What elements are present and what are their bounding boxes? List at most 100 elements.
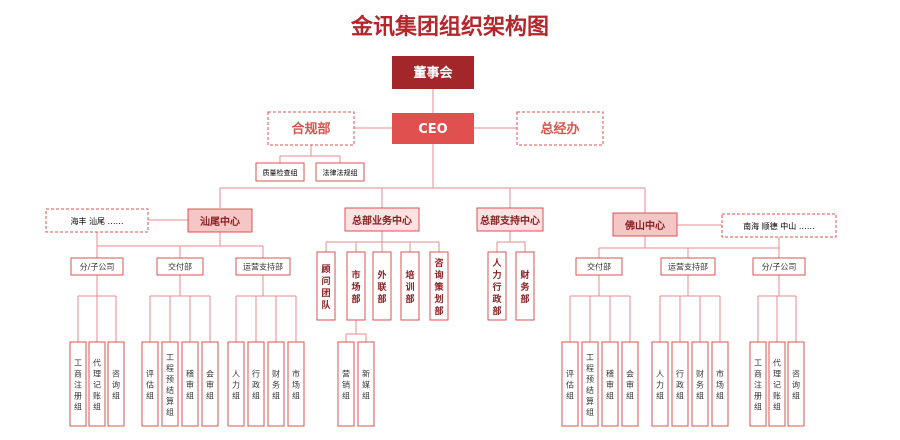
hqb-child-4-label: 咨询策划部 <box>433 257 444 317</box>
foshan-center-box[interactable] <box>612 212 678 237</box>
shanwei-center-box[interactable] <box>187 208 253 233</box>
hqb-child-3-box[interactable] <box>400 251 420 321</box>
shanwei-delivery-child-1-box[interactable] <box>161 341 179 427</box>
hqs-child-0-label: 人力行政部 <box>491 257 502 317</box>
foshan-subsidiary-label: 分/子公司 <box>762 263 797 272</box>
shanwei-delivery-child-0-box[interactable] <box>141 341 159 427</box>
shanwei-delivery-child-3-label: 会审组 <box>206 369 214 401</box>
foshan-subsidiary-child-1-label: 代理记账组 <box>773 358 781 412</box>
shanwei-delivery-child-1-label: 工程预结算组 <box>166 353 174 417</box>
foshan-delivery-box[interactable] <box>575 257 623 276</box>
foshan-delivery-child-3-label: 会审组 <box>626 369 634 401</box>
foshan-ops-child-2-box[interactable] <box>691 341 709 427</box>
foshan-subsidiary-child-2-box[interactable] <box>787 341 805 427</box>
hqb-child-2-label: 外联部 <box>376 269 387 305</box>
hqb-child-0-label: 顾问团队 <box>321 264 331 311</box>
gm-office-label: 总经办 <box>540 121 579 137</box>
foshan-delivery-label: 交付部 <box>587 262 611 272</box>
foshan-ops-box[interactable] <box>660 257 716 276</box>
hq-business-box[interactable] <box>344 207 420 232</box>
hq-business-label: 总部业务中心 <box>352 214 412 227</box>
right-region-label: 南海 顺德 中山 …… <box>743 221 815 231</box>
left-region-label: 海丰 汕尾 …… <box>70 216 123 226</box>
shanwei-ops-child-1-box[interactable] <box>247 341 265 427</box>
shanwei-ops-child-0-box[interactable] <box>227 341 245 427</box>
compliance-children-line <box>311 155 341 163</box>
board-box[interactable] <box>392 56 474 89</box>
legal-box[interactable] <box>315 162 365 182</box>
foshan-delivery-child-3-box[interactable] <box>621 341 639 427</box>
hqs-child-1-label: 财务部 <box>519 269 530 305</box>
foshan-subsidiary-child-2-label: 咨询组 <box>792 369 800 401</box>
foshan-ops-child-3-box[interactable] <box>711 341 729 427</box>
ceo-box[interactable] <box>392 113 474 144</box>
market-child-1-box[interactable] <box>357 341 375 427</box>
shanwei-ops-child-2-label: 财务组 <box>272 369 280 401</box>
foshan-delivery-child-1-label: 工程预结算组 <box>586 353 594 417</box>
hqb-child-1-box[interactable] <box>346 251 366 321</box>
compliance-children-line <box>279 145 312 163</box>
compliance-label: 合规部 <box>291 121 330 137</box>
connector-lines <box>77 89 797 342</box>
foshan-ops-child-0-label: 人力组 <box>656 370 664 401</box>
hqs-child-1-box[interactable] <box>515 251 535 321</box>
shanwei-ops-child-3-box[interactable] <box>287 341 305 427</box>
shanwei-subsidiary-label: 分/子公司 <box>80 263 115 272</box>
shanwei-delivery-child-2-box[interactable] <box>181 341 199 427</box>
shanwei-subsidiary-child-0-box[interactable] <box>69 341 87 427</box>
gm-office-box[interactable] <box>516 111 604 146</box>
foshan-ops-child-3-label: 市场组 <box>716 369 724 401</box>
hq-support-label: 总部支持中心 <box>480 214 540 227</box>
shanwei-ops-child-0-label: 人力组 <box>232 370 240 401</box>
left-region-box[interactable] <box>45 208 149 233</box>
foshan-ops-child-0-box[interactable] <box>651 341 669 427</box>
board-label: 董事会 <box>413 65 453 81</box>
hq-support-box[interactable] <box>476 207 544 232</box>
foshan-ops-child-1-box[interactable] <box>671 341 689 427</box>
hqb-child-3-label: 培训部 <box>405 269 414 305</box>
market-child-0-box[interactable] <box>337 341 355 427</box>
shanwei-delivery-box[interactable] <box>156 257 204 276</box>
foshan-delivery-child-2-label: 稽审组 <box>606 369 614 401</box>
foshan-delivery-child-0-box[interactable] <box>561 341 579 427</box>
market-child-1-label: 新媒组 <box>362 369 370 401</box>
foshan-delivery-child-0-label: 评估组 <box>566 370 574 401</box>
shanwei-center-label: 汕尾中心 <box>200 215 240 228</box>
shanwei-subsidiary-child-0-label: 工商注册组 <box>74 359 82 412</box>
quality-check-box[interactable] <box>255 162 305 182</box>
quality-check-label: 质量检查组 <box>263 168 298 177</box>
hqb-child-4-box[interactable] <box>429 251 449 321</box>
foshan-delivery-child-1-box[interactable] <box>581 341 599 427</box>
foshan-delivery-child-2-box[interactable] <box>601 341 619 427</box>
foshan-subsidiary-child-0-box[interactable] <box>749 341 767 427</box>
shanwei-delivery-label: 交付部 <box>168 262 192 272</box>
foshan-ops-child-1-label: 行政组 <box>676 369 684 401</box>
hqb-child-0-box[interactable] <box>316 251 336 321</box>
shanwei-subsidiary-child-1-box[interactable] <box>88 341 106 427</box>
shanwei-ops-box[interactable] <box>235 257 291 276</box>
compliance-box[interactable] <box>267 111 355 146</box>
foshan-subsidiary-box[interactable] <box>752 257 806 276</box>
shanwei-subsidiary-box[interactable] <box>70 257 124 276</box>
hqs-child-0-box[interactable] <box>487 251 507 321</box>
chart-title: 金讯集团组织架构图 <box>350 14 549 40</box>
org-nodes: 分/子公司交付部运营支持部工商注册组代理记账组咨询组评估组工程预结算组稽审组会审… <box>69 251 806 427</box>
foshan-subsidiary-child-0-label: 工商注册组 <box>754 359 762 412</box>
foshan-center-label: 佛山中心 <box>624 219 665 232</box>
hqb-child-1-label: 市场部 <box>351 269 360 305</box>
shanwei-subsidiary-child-2-box[interactable] <box>107 341 125 427</box>
hqb-child-2-box[interactable] <box>372 251 392 321</box>
right-region-box[interactable] <box>721 213 837 238</box>
shanwei-delivery-child-3-box[interactable] <box>201 341 219 427</box>
shanwei-subsidiary-child-2-label: 咨询组 <box>112 369 120 401</box>
shanwei-ops-child-3-label: 市场组 <box>292 369 300 401</box>
ceo-label: CEO <box>418 122 447 137</box>
foshan-subsidiary-child-1-box[interactable] <box>768 341 786 427</box>
foshan-ops-child-2-label: 财务组 <box>696 369 704 401</box>
shanwei-ops-child-1-label: 行政组 <box>252 369 260 401</box>
shanwei-ops-child-2-box[interactable] <box>267 341 285 427</box>
shanwei-subsidiary-child-1-label: 代理记账组 <box>93 358 101 412</box>
shanwei-delivery-child-2-label: 稽审组 <box>186 369 194 401</box>
